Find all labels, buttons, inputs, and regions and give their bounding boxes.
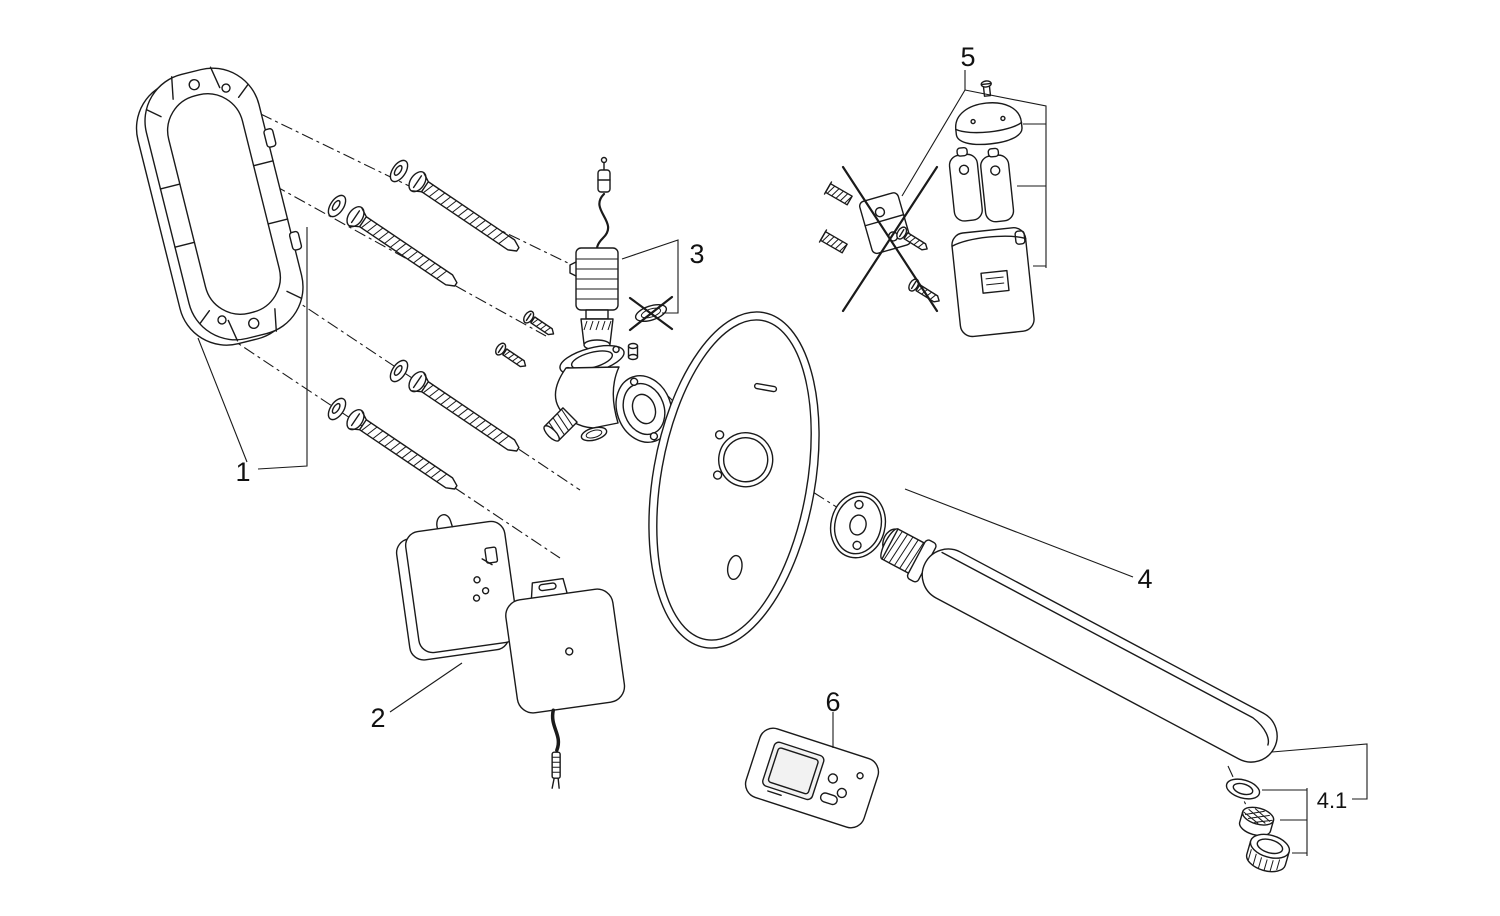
solenoid-valve-assembly bbox=[493, 156, 674, 443]
not-included-cross bbox=[841, 165, 939, 313]
flush-mount-control-box bbox=[395, 514, 626, 789]
battery-kit bbox=[818, 80, 1035, 338]
battery-cap bbox=[955, 80, 1023, 146]
part-label-3: 3 bbox=[689, 239, 704, 269]
batteries bbox=[948, 146, 1015, 223]
wall-bracket-not-needed bbox=[818, 165, 944, 313]
valve-body bbox=[543, 344, 673, 443]
aerator-parts bbox=[1225, 778, 1291, 873]
leader-part4 bbox=[904, 488, 1134, 578]
part-labels: 1 2 3 4 4.1 5 6 bbox=[235, 42, 1347, 813]
discarded-seal-crossed-out bbox=[628, 295, 674, 332]
part-label-6: 6 bbox=[825, 687, 840, 717]
aerator-housing bbox=[1245, 833, 1291, 873]
leader-lines bbox=[197, 70, 1368, 856]
part-label-4: 4 bbox=[1137, 564, 1152, 594]
remote-control bbox=[744, 727, 880, 829]
cable-end bbox=[551, 751, 561, 789]
solenoid-coil bbox=[569, 247, 619, 351]
box-back bbox=[395, 514, 519, 661]
leader-part2 bbox=[389, 662, 463, 713]
leader-part1-frame bbox=[197, 337, 248, 463]
part-label-5: 5 bbox=[960, 42, 975, 72]
wall-flange bbox=[829, 491, 887, 559]
part-label-4-1: 4.1 bbox=[1317, 788, 1348, 813]
leader-part3 bbox=[621, 239, 679, 314]
battery-holder bbox=[951, 227, 1035, 338]
spout bbox=[880, 528, 1278, 763]
leader-part4-1 bbox=[1271, 743, 1368, 800]
box-cover bbox=[505, 577, 626, 789]
escutcheon-plate bbox=[648, 311, 820, 649]
grub-screw bbox=[627, 342, 639, 361]
aerator-insert bbox=[1238, 806, 1275, 837]
mounting-frame bbox=[135, 66, 304, 346]
leader-part1 bbox=[257, 227, 308, 470]
solenoid-wire bbox=[595, 192, 610, 256]
part-label-1: 1 bbox=[235, 457, 250, 487]
part-label-2: 2 bbox=[370, 703, 385, 733]
aerator-washer bbox=[1225, 778, 1261, 800]
leader-aerator-bracket bbox=[1262, 788, 1308, 856]
cable-connector bbox=[597, 156, 611, 193]
mounting-screws bbox=[324, 156, 525, 498]
leader-part5 bbox=[901, 70, 1047, 268]
